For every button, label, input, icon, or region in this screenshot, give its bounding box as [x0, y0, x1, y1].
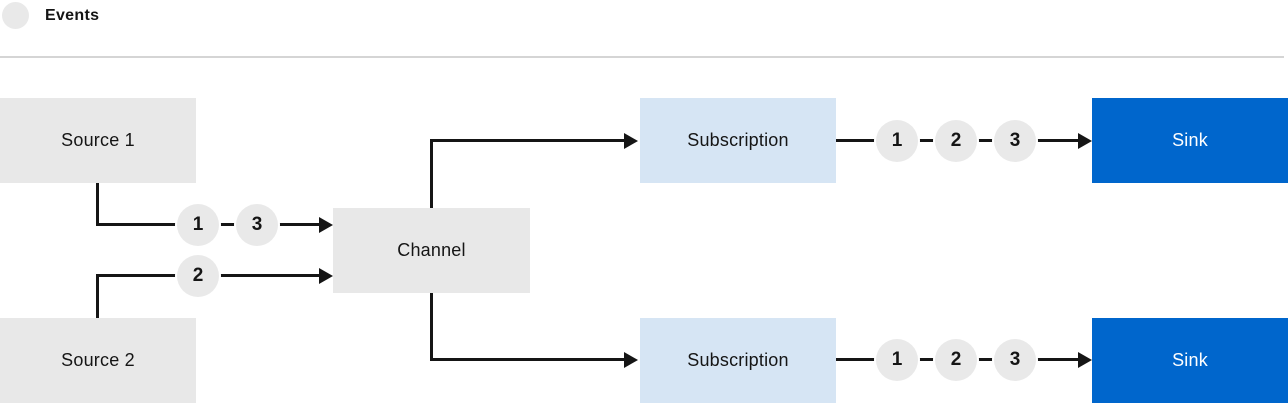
node-sink-bottom: Sink: [1092, 318, 1288, 403]
event-marker-3: 3: [994, 338, 1036, 381]
arrowhead-subscription-bottom-to-sink-icon: [1078, 351, 1092, 368]
node-subscription-top: Subscription: [640, 98, 836, 183]
event-marker-1: 1: [876, 338, 918, 381]
event-marker-2: 2: [935, 119, 977, 162]
arrowhead-subscription-top-to-sink-icon: [1078, 132, 1092, 149]
events-legend-label: Events: [45, 7, 100, 24]
edge-source2-to-channel-vertical: [96, 274, 99, 318]
edge-channel-to-subscription-top-vertical: [430, 139, 433, 208]
arrowhead-source1-to-channel-icon: [319, 216, 333, 233]
legend-divider: [0, 56, 1284, 58]
event-circle-icon: [2, 2, 29, 29]
event-marker-1: 1: [876, 119, 918, 162]
edge-channel-to-subscription-bottom-vertical: [430, 293, 433, 361]
edge-channel-to-subscription-bottom-horizontal: [430, 358, 624, 361]
event-marker-2: 2: [177, 254, 219, 297]
arrowhead-channel-to-subscription-top-icon: [624, 132, 638, 149]
arrowhead-source2-to-channel-icon: [319, 267, 333, 284]
event-marker-3: 3: [236, 203, 278, 246]
node-source-2: Source 2: [0, 318, 196, 403]
event-marker-1: 1: [177, 203, 219, 246]
event-marker-3: 3: [994, 119, 1036, 162]
node-channel: Channel: [333, 208, 530, 293]
node-subscription-bottom: Subscription: [640, 318, 836, 403]
event-marker-2: 2: [935, 338, 977, 381]
edge-source1-to-channel-vertical: [96, 183, 99, 226]
node-sink-top: Sink: [1092, 98, 1288, 183]
edge-channel-to-subscription-top-horizontal: [430, 139, 624, 142]
arrowhead-channel-to-subscription-bottom-icon: [624, 351, 638, 368]
node-source-1: Source 1: [0, 98, 196, 183]
